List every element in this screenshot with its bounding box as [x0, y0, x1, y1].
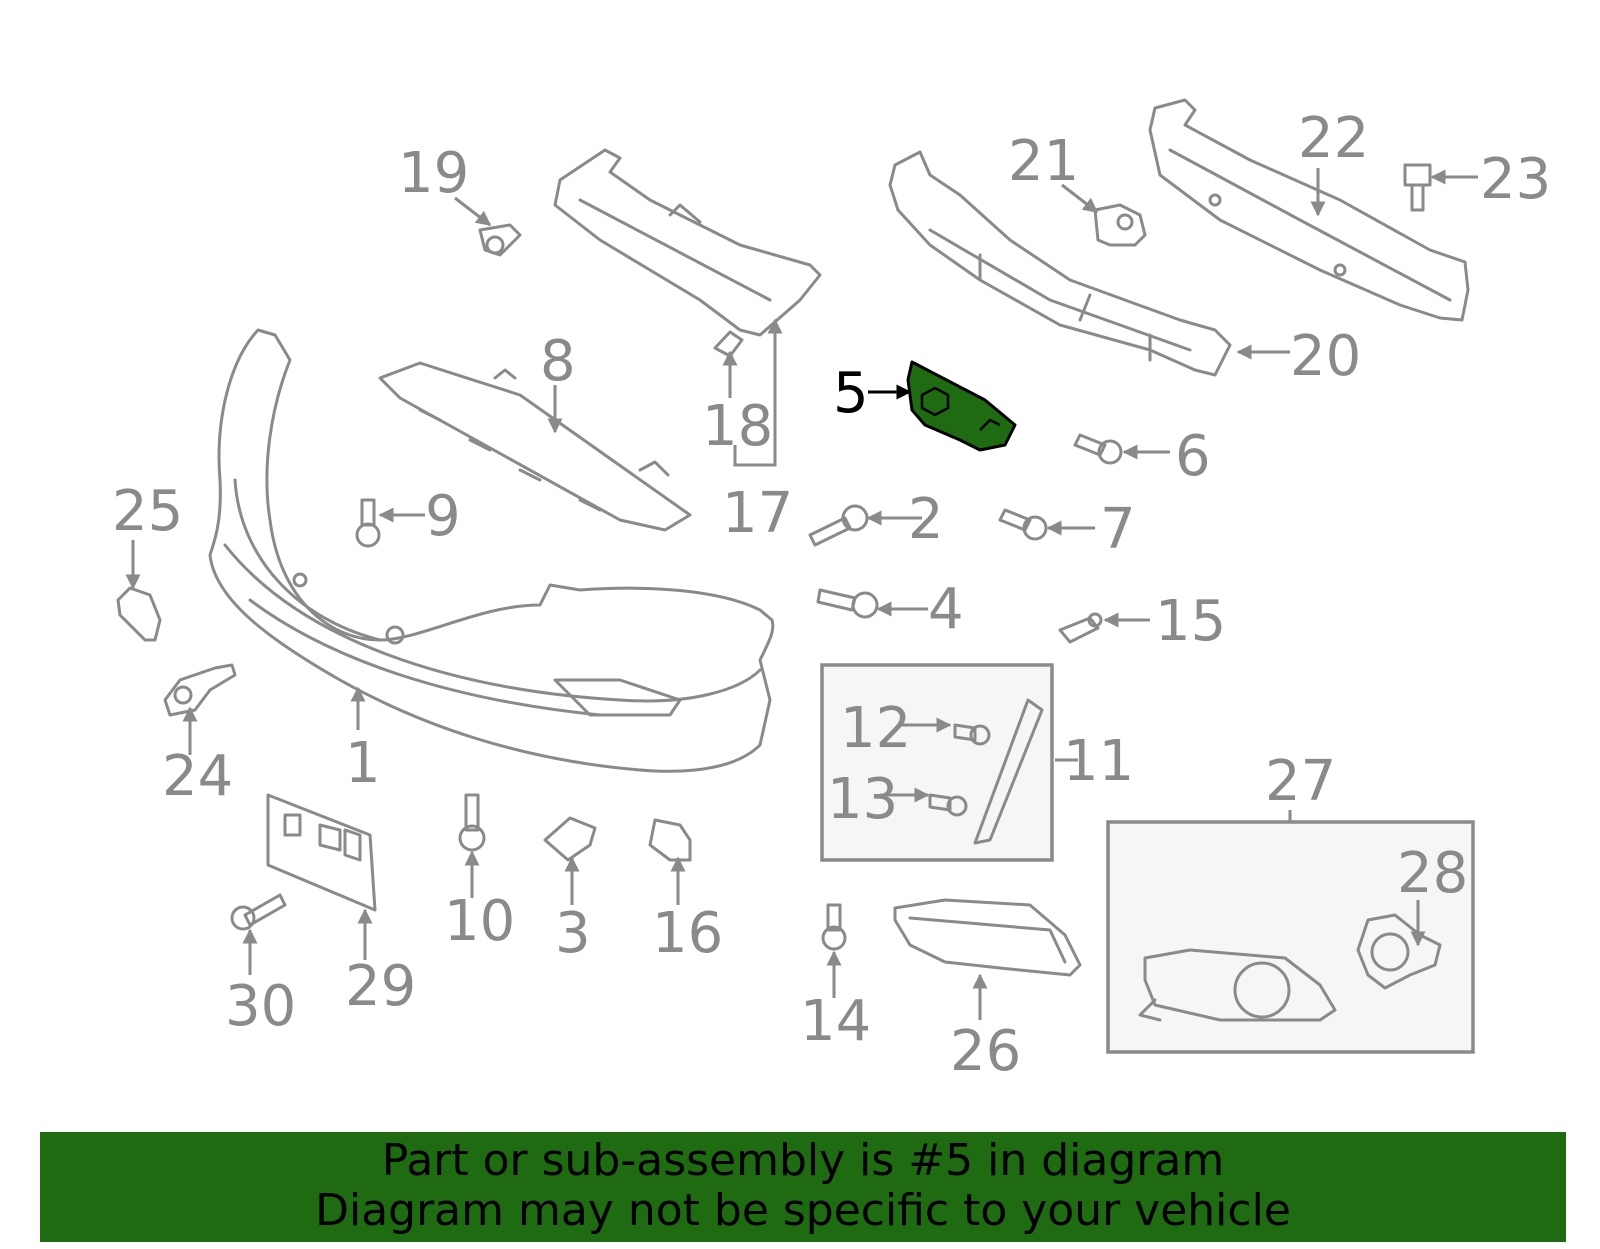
- part-info-banner: Part or sub-assembly is #5 in diagram Di…: [40, 1132, 1566, 1242]
- label-part-2: 2: [908, 487, 944, 552]
- bolt-part-7[interactable]: [998, 508, 1048, 541]
- screw-part-13[interactable]: [928, 793, 968, 817]
- label-part-21: 21: [1008, 129, 1079, 194]
- bracket-part-21[interactable]: [1093, 203, 1147, 247]
- label-part-6: 6: [1175, 424, 1211, 489]
- push-pin-part-19[interactable]: [478, 223, 522, 257]
- bumper-cover-part-1[interactable]: [208, 328, 775, 773]
- label-part-12: 12: [840, 696, 911, 761]
- bumper-beam-part-22[interactable]: [1148, 98, 1470, 322]
- label-part-4: 4: [928, 577, 964, 642]
- label-part-1: 1: [345, 731, 381, 796]
- nut-part-3[interactable]: [543, 816, 597, 862]
- label-part-24: 24: [162, 744, 233, 809]
- group-box-part-11: [820, 663, 1054, 862]
- bolt-part-23[interactable]: [1403, 163, 1432, 212]
- molding-part-11[interactable]: [973, 698, 1044, 845]
- label-part-25: 25: [112, 479, 183, 544]
- label-part-5: 5: [833, 361, 869, 426]
- label-part-3: 3: [555, 901, 591, 966]
- sensor-part-24[interactable]: [163, 663, 237, 717]
- banner-line-part-number: Part or sub-assembly is #5 in diagram: [381, 1135, 1225, 1186]
- retainer-part-16[interactable]: [648, 818, 692, 862]
- cover-part-25[interactable]: [116, 586, 162, 642]
- label-part-16: 16: [652, 901, 723, 966]
- bolt-part-6[interactable]: [1073, 433, 1123, 465]
- bolt-part-2[interactable]: [808, 504, 869, 547]
- label-part-8: 8: [540, 329, 576, 394]
- label-part-19: 19: [398, 141, 469, 206]
- label-part-30: 30: [225, 974, 296, 1039]
- fog-lamp-part-27[interactable]: [1138, 948, 1337, 1022]
- bolt-part-4[interactable]: [816, 588, 879, 619]
- parts-diagram: 1 2 3 4 5 6 7 8 9 10 11 12 13 14 15 16 1…: [112, 98, 1551, 1084]
- upper-absorber-part-17[interactable]: [553, 148, 822, 337]
- label-part-20: 20: [1290, 324, 1361, 389]
- leader-arrows: [125, 168, 1478, 1020]
- banner-line-disclaimer: Diagram may not be specific to your vehi…: [315, 1185, 1291, 1236]
- highlighted-bracket-part-5[interactable]: [906, 360, 1017, 452]
- label-part-14: 14: [800, 989, 871, 1054]
- label-part-15: 15: [1155, 589, 1226, 654]
- bolt-part-14[interactable]: [821, 903, 847, 951]
- clip-part-15[interactable]: [1058, 612, 1103, 644]
- label-part-28: 28: [1397, 841, 1468, 906]
- label-part-27: 27: [1265, 749, 1336, 814]
- license-bracket-part-29[interactable]: [266, 793, 377, 912]
- label-part-11: 11: [1063, 729, 1134, 794]
- label-part-9: 9: [425, 484, 461, 549]
- screw-part-12[interactable]: [953, 723, 991, 746]
- label-part-13: 13: [827, 767, 898, 832]
- label-part-10: 10: [444, 889, 515, 954]
- reinforcement-part-20[interactable]: [888, 150, 1232, 377]
- label-part-26: 26: [950, 1019, 1021, 1084]
- bolt-part-10[interactable]: [458, 793, 486, 852]
- label-part-22: 22: [1298, 106, 1369, 171]
- bolt-part-30[interactable]: [230, 893, 287, 931]
- label-part-17: 17: [722, 481, 793, 546]
- fog-lamp-bezel-part-26[interactable]: [893, 898, 1082, 977]
- label-part-7: 7: [1100, 497, 1136, 562]
- bolt-part-9[interactable]: [355, 498, 381, 548]
- fog-lamp-bracket-part-28[interactable]: [1356, 913, 1442, 990]
- label-part-29: 29: [345, 954, 416, 1019]
- label-part-23: 23: [1480, 147, 1551, 212]
- label-part-18: 18: [702, 394, 773, 459]
- energy-absorber-part-8[interactable]: [378, 361, 692, 532]
